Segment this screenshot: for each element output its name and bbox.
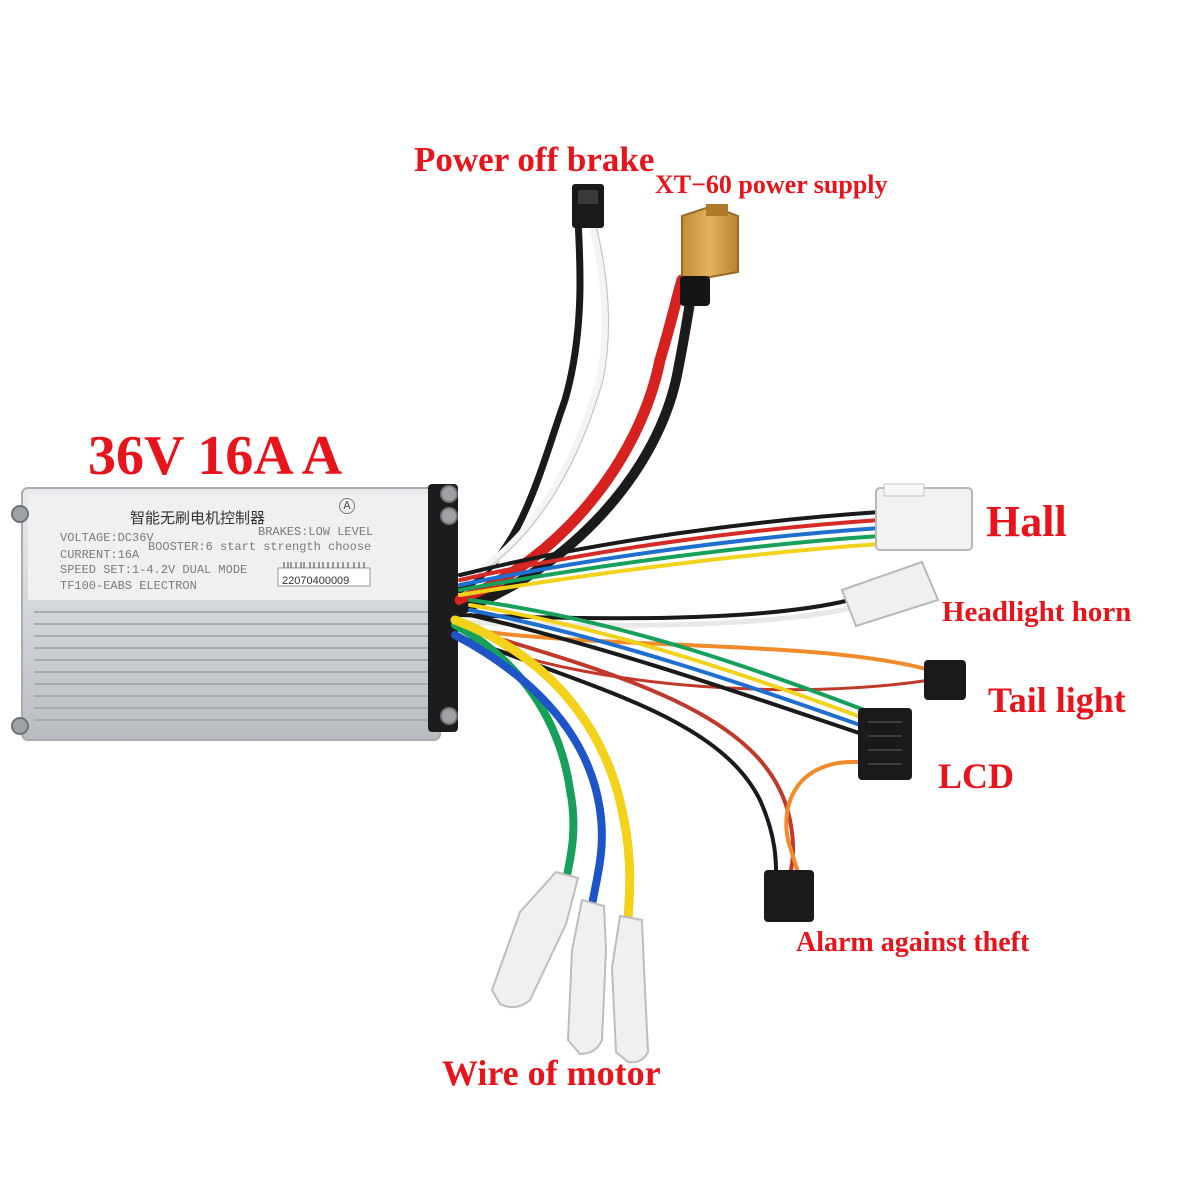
nameplate-voltage: VOLTAGE:DC36V: [60, 531, 154, 545]
label-xt60-power-supply: XT−60 power supply: [655, 170, 888, 199]
label-alarm-against-theft: Alarm against theft: [796, 927, 1030, 958]
label-tail-light: Tail light: [988, 680, 1126, 720]
label-wire-of-motor: Wire of motor: [442, 1053, 661, 1093]
motor-phase-connectors: [490, 870, 650, 1064]
nameplate-speed: SPEED SET:1-4.2V DUAL MODE: [60, 563, 248, 577]
tail-light-connector: [924, 660, 966, 700]
nameplate-serial: 22070400009: [282, 575, 350, 587]
nameplate-booster: BOOSTER:6 start strength choose: [148, 540, 372, 554]
label-lcd: LCD: [938, 756, 1015, 796]
heatsink-fins: [34, 611, 430, 721]
hall-connector: [875, 483, 973, 551]
label-hall: Hall: [986, 497, 1067, 546]
brake-connector: [572, 184, 604, 228]
xt60-connector: [680, 204, 739, 306]
nameplate-mark: A: [339, 498, 355, 514]
nameplate-title: 智能无刷电机控制器: [130, 509, 266, 527]
nameplate-model: TF100-EABS ELECTRON: [60, 579, 197, 593]
spec-title: 36V 16A A: [88, 425, 343, 487]
alarm-connector: [764, 870, 814, 922]
nameplate-brakes: BRAKES:LOW LEVEL: [258, 525, 374, 539]
label-power-off-brake: Power off brake: [414, 140, 655, 179]
headlight-connector: [840, 560, 940, 628]
controller-housing: [11, 484, 458, 741]
lcd-connector: [858, 708, 912, 780]
nameplate-current: CURRENT:16A: [60, 548, 140, 562]
label-headlight-horn: Headlight horn: [942, 596, 1132, 628]
wire-bundle: [450, 216, 932, 925]
housing-screws: [11, 485, 458, 735]
